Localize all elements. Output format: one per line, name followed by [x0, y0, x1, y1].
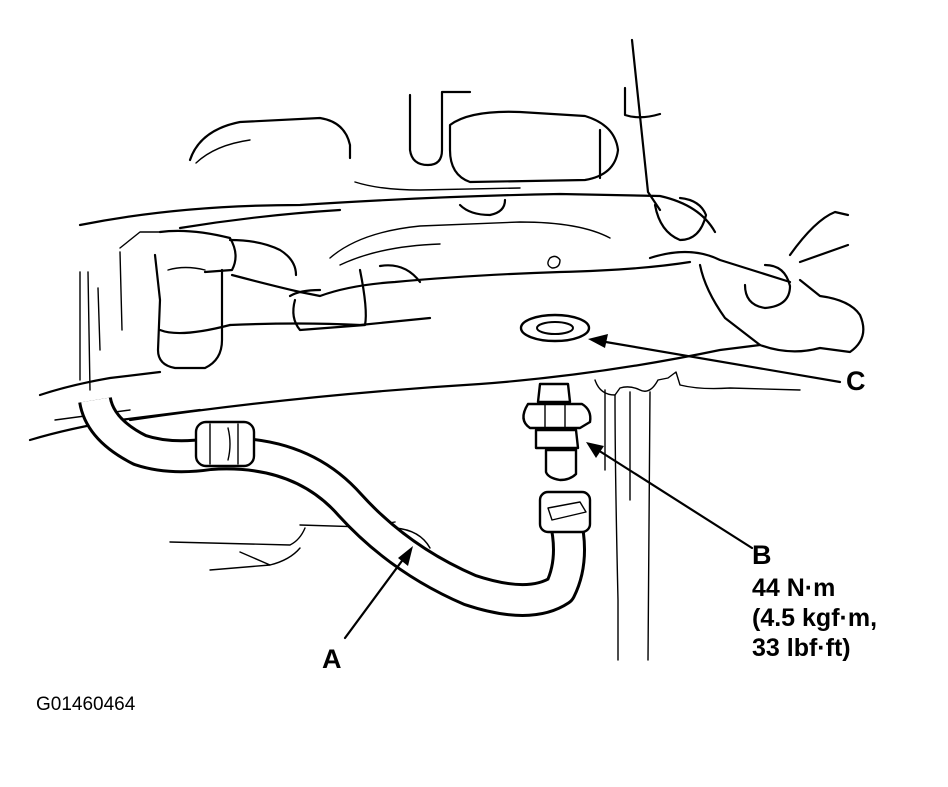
torque-kgf: (4.5 kgf·m, [752, 604, 878, 632]
arrowhead-a [398, 546, 413, 566]
washer-c [519, 313, 591, 343]
drain-bolt-b [522, 382, 592, 482]
figure-code: G01460464 [36, 694, 136, 715]
label-b: B [752, 540, 772, 570]
label-c: C [846, 366, 866, 396]
torque-lbf: 33 lbf·ft) [752, 634, 851, 662]
arrowhead-b [586, 442, 604, 458]
oil-pan [128, 255, 801, 661]
engine-block-outline [78, 38, 865, 354]
label-a: A [322, 644, 342, 674]
leader-lines [343, 334, 842, 640]
arrowhead-c [588, 334, 608, 348]
hose-a [78, 396, 592, 617]
torque-nm: 44 N·m [752, 574, 836, 602]
